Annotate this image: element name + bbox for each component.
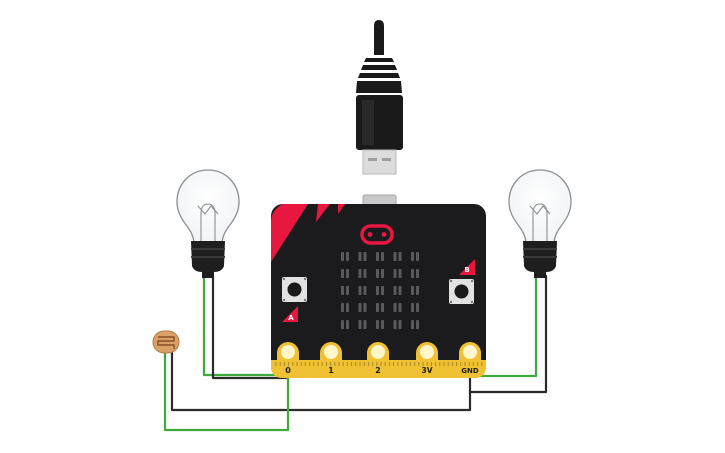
led-pixel bbox=[376, 286, 384, 295]
wire-right-bulb-green bbox=[468, 274, 538, 378]
led-pixel bbox=[341, 269, 349, 278]
led-pixel bbox=[411, 303, 419, 312]
wire-left-bulb-dark bbox=[211, 274, 288, 380]
led-pixel bbox=[341, 286, 349, 295]
button-b[interactable] bbox=[449, 279, 474, 304]
button-b-marker bbox=[459, 259, 475, 275]
led-pixel bbox=[358, 320, 367, 329]
pin-3v[interactable]: 3V bbox=[416, 342, 438, 375]
led-pixel bbox=[341, 303, 349, 312]
light-bulb-icon bbox=[508, 169, 572, 278]
led-pixel bbox=[411, 269, 419, 278]
photoresistor-icon bbox=[152, 330, 180, 355]
button-a[interactable] bbox=[282, 277, 307, 302]
pin-gnd[interactable]: GND bbox=[459, 342, 481, 375]
pin-gnd-label: GND bbox=[461, 367, 479, 375]
led-pixel bbox=[358, 269, 367, 278]
button-a-marker bbox=[282, 306, 298, 322]
led-pixel bbox=[341, 252, 349, 261]
pin-3v-label: 3V bbox=[421, 366, 432, 375]
wire-ldr-green bbox=[163, 351, 290, 432]
led-pixel bbox=[341, 320, 349, 329]
led-pixel bbox=[376, 320, 384, 329]
microbit-logo bbox=[360, 224, 394, 245]
led-pixel bbox=[393, 303, 402, 312]
pin-1[interactable]: 1 bbox=[320, 342, 342, 375]
led-pixel bbox=[411, 286, 419, 295]
wire-left-bulb-green bbox=[202, 274, 288, 377]
led-pixel bbox=[411, 320, 419, 329]
led-pixel bbox=[393, 252, 402, 261]
wire-right-bulb-dark bbox=[468, 274, 548, 394]
led-pixel bbox=[358, 303, 367, 312]
pin-2[interactable]: 2 bbox=[367, 342, 389, 375]
led-pixel bbox=[393, 320, 402, 329]
led-matrix bbox=[341, 252, 419, 329]
led-pixel bbox=[376, 303, 384, 312]
button-a-label: A bbox=[288, 314, 294, 322]
wires bbox=[163, 274, 548, 432]
pin-0[interactable]: 0 bbox=[277, 342, 299, 375]
led-pixel bbox=[376, 252, 384, 261]
led-pixel bbox=[411, 252, 419, 261]
edge-connector bbox=[271, 360, 486, 378]
button-b-label: B bbox=[464, 266, 469, 274]
light-bulb-icon bbox=[176, 169, 240, 278]
led-pixel bbox=[376, 269, 384, 278]
pin-0-label: 0 bbox=[285, 366, 291, 375]
usb-cable-icon bbox=[356, 20, 403, 175]
pin-2-label: 2 bbox=[375, 366, 381, 375]
led-pixel bbox=[393, 269, 402, 278]
led-pixel bbox=[358, 286, 367, 295]
led-pixel bbox=[358, 252, 367, 261]
pin-1-label: 1 bbox=[328, 366, 334, 375]
microbit-board: A B 0 1 2 bbox=[271, 194, 486, 378]
led-pixel bbox=[393, 286, 402, 295]
